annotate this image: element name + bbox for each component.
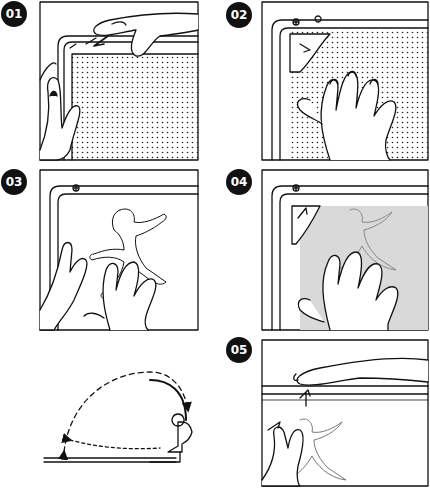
callout-number: 02: [231, 9, 248, 21]
callout-badge: 04: [226, 169, 252, 195]
callout-number: 05: [231, 344, 248, 356]
callout-badge: 01: [1, 1, 27, 27]
callout-number: 03: [6, 176, 23, 188]
callout-badge: 03: [1, 169, 27, 195]
callout-number: 04: [231, 176, 248, 188]
callout-badge: 02: [226, 2, 252, 28]
callout-badge: 05: [226, 337, 252, 363]
callout-number: 01: [6, 8, 23, 20]
